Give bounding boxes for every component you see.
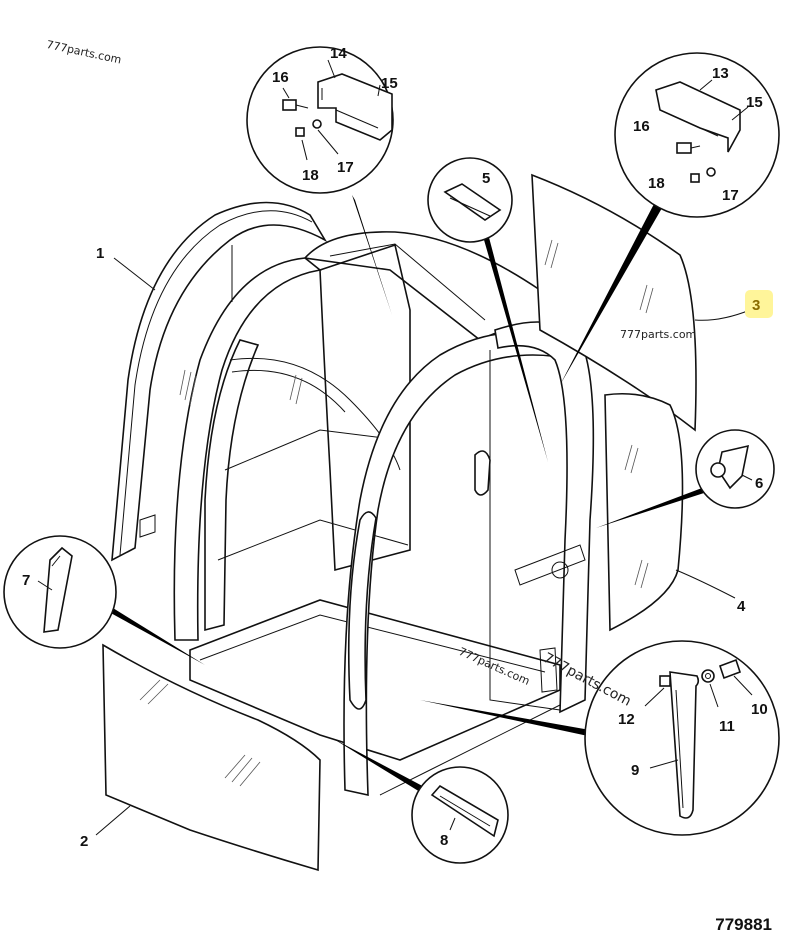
- callout-18b: 18: [648, 175, 665, 192]
- callout-3-highlight: [745, 290, 773, 318]
- figure-number: 779881: [715, 915, 772, 934]
- callout-16b: 16: [633, 118, 650, 135]
- callout-18a: 18: [302, 167, 319, 184]
- callout-4: 4: [737, 598, 746, 615]
- detail-circle-top-left: [246, 46, 394, 194]
- callout-17a: 17: [337, 159, 354, 176]
- callout-1: 1: [96, 245, 104, 262]
- part-1-rear-window: [111, 201, 328, 562]
- callout-9: 9: [631, 762, 639, 779]
- callout-labels: 1 2 3 4 5 6 7 8 9 10 11 12 13 14 15 15 1…: [22, 45, 773, 850]
- callout-3: 3: [752, 297, 760, 314]
- callout-12: 12: [618, 711, 635, 728]
- part-3-door-glass-upper: [531, 173, 697, 432]
- callout-13: 13: [712, 65, 729, 82]
- watermark-right: 777parts.com: [620, 328, 697, 341]
- callout-11: 11: [719, 718, 735, 735]
- callout-16a: 16: [272, 69, 289, 86]
- callout-7: 7: [22, 572, 30, 589]
- detail-circle-5: [427, 157, 513, 243]
- detail-circle-top-right: [614, 52, 780, 218]
- callout-8: 8: [440, 832, 448, 849]
- callout-15b: 15: [746, 94, 763, 111]
- detail-circle-bottom-right: [584, 640, 780, 836]
- callout-15a: 15: [381, 75, 398, 92]
- leader-wedges: [98, 195, 704, 795]
- cab-frame: [173, 231, 596, 797]
- callout-17b: 17: [722, 187, 739, 204]
- callout-14: 14: [330, 45, 347, 62]
- detail-circle-6: [695, 429, 775, 509]
- callout-5: 5: [482, 170, 490, 187]
- callout-10: 10: [751, 701, 768, 718]
- callout-6: 6: [755, 475, 763, 492]
- part-2-lower-front-glass: [102, 643, 321, 872]
- callout-2: 2: [80, 833, 88, 850]
- detail-circle-left: [3, 535, 117, 649]
- detail-circle-8: [411, 766, 509, 864]
